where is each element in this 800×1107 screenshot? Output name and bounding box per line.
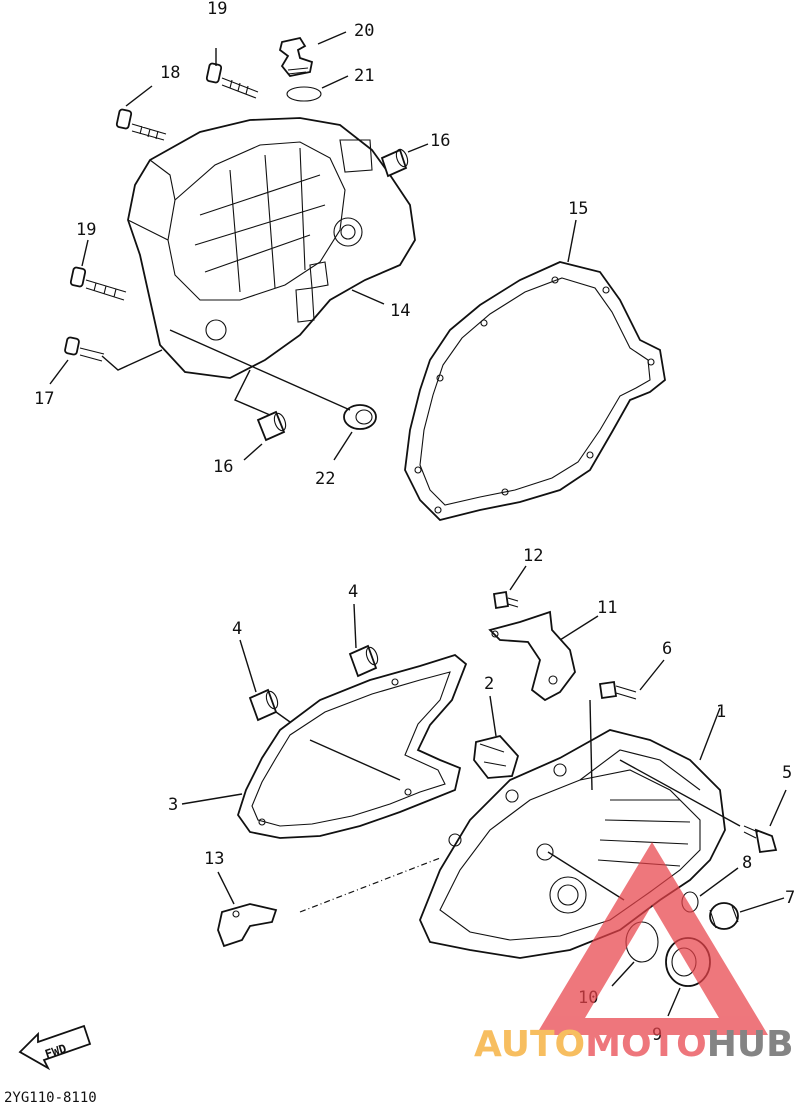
callout-11: 11 — [597, 598, 617, 618]
callout-19-left: 19 — [76, 220, 96, 240]
gasket-15 — [404, 219, 666, 521]
bolt-19-left — [69, 239, 127, 301]
callout-15: 15 — [568, 199, 588, 219]
plug-7 — [709, 897, 785, 930]
bracket-11 — [488, 610, 599, 702]
callout-labels: 19 20 18 21 16 15 19 14 17 16 22 12 4 11… — [34, 0, 795, 1045]
watermark-hub: HUB — [707, 1024, 794, 1065]
callout-3: 3 — [168, 795, 178, 815]
forward-direction-arrow-icon: FWD — [18, 1024, 92, 1071]
bolt-18 — [115, 85, 167, 141]
callout-4-right: 4 — [348, 582, 358, 602]
svg-text:AUTOMOTOHUB: AUTOMOTOHUB — [474, 1024, 794, 1065]
callout-14: 14 — [390, 301, 410, 321]
oil-filler-cap-20 — [278, 31, 347, 77]
callout-6: 6 — [662, 639, 672, 659]
leader-14 — [351, 289, 385, 305]
watermark-moto: MOTO — [585, 1024, 707, 1065]
watermark-auto: AUTO — [474, 1024, 585, 1065]
bracket-13 — [217, 871, 278, 948]
callout-8: 8 — [742, 853, 752, 873]
screw-5 — [743, 789, 787, 853]
callout-16-upper: 16 — [430, 131, 450, 151]
callout-4-left: 4 — [232, 619, 242, 639]
dowel-pin-4-left — [239, 639, 291, 723]
gasket-3 — [181, 653, 468, 839]
shaft-axis — [169, 329, 351, 411]
dowel-pin-16-lower — [243, 410, 287, 461]
watermark-triangle-icon — [536, 842, 768, 1035]
callout-20: 20 — [354, 21, 374, 41]
callout-7: 7 — [785, 888, 795, 908]
callout-21: 21 — [354, 66, 374, 86]
callout-17: 17 — [34, 389, 54, 409]
callout-12: 12 — [523, 546, 543, 566]
crankcase-cover-assembly — [127, 117, 416, 379]
callout-19-top: 19 — [207, 0, 227, 19]
dowel-pin-16-upper — [380, 143, 429, 178]
callout-18: 18 — [160, 63, 180, 83]
callout-16-lower: 16 — [213, 457, 233, 477]
bolt-12 — [492, 565, 527, 610]
o-ring-21 — [286, 75, 349, 102]
oil-seal-22 — [333, 404, 377, 461]
bolt-19-top — [205, 48, 259, 99]
bolt-17 — [49, 336, 163, 385]
automotohub-watermark: AUTOMOTOHUB — [474, 842, 794, 1065]
dowel-pin-4-right — [348, 603, 379, 678]
dowel-axis — [234, 369, 271, 416]
callout-22: 22 — [315, 469, 335, 489]
callout-1: 1 — [716, 702, 726, 722]
callout-5: 5 — [782, 763, 792, 783]
bolt-6 — [589, 659, 665, 791]
callout-2: 2 — [484, 674, 494, 694]
sensor-2 — [473, 695, 520, 779]
callout-13: 13 — [204, 849, 224, 869]
diagram-code: 2YG110-8110 — [4, 1090, 97, 1106]
fwd-label: FWD — [43, 1041, 68, 1061]
